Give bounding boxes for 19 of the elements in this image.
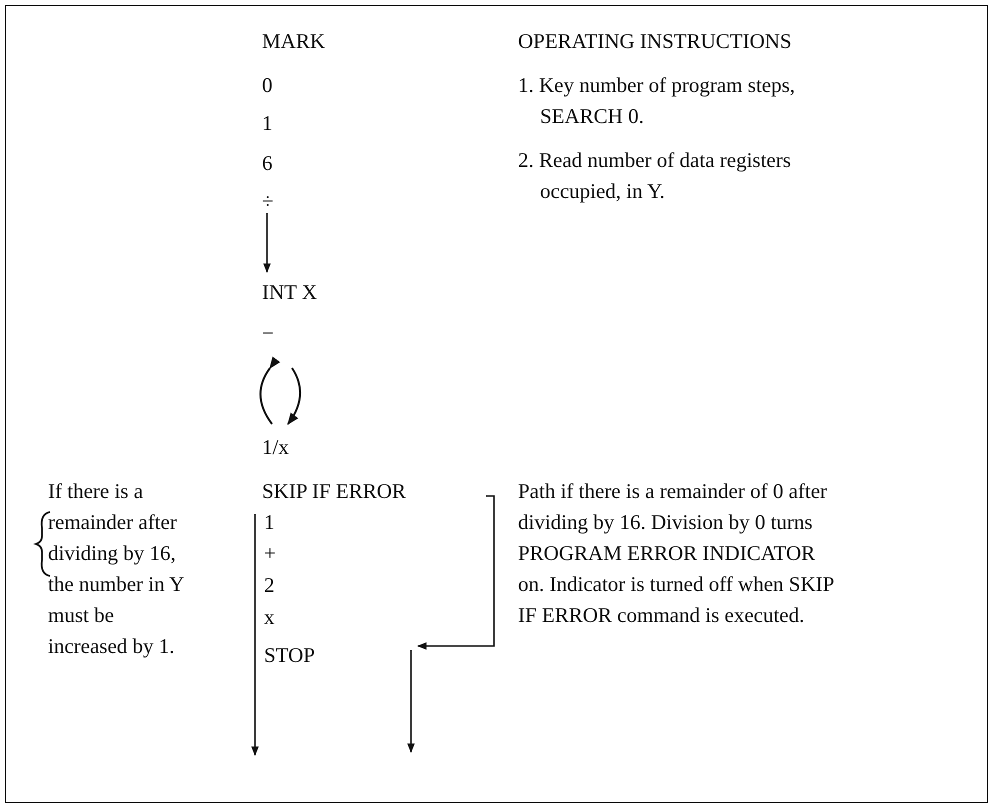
program-step: 1 xyxy=(262,108,272,139)
program-step: INT X xyxy=(262,277,318,308)
program-step: 1/x xyxy=(262,432,289,463)
instruction-text: 2. Read number of data registers occupied, in Y. xyxy=(518,147,792,205)
program-step: SKIP IF ERROR xyxy=(262,476,406,507)
program-step: 6 xyxy=(262,148,272,179)
program-step: STOP xyxy=(264,640,315,671)
column-heading: OPERATING INSTRUCTIONS xyxy=(518,28,792,55)
column-heading: MARK xyxy=(262,28,326,55)
program-step: 1 xyxy=(264,507,274,538)
instruction-text: 1. Key number of program steps, SEARCH 0. xyxy=(518,72,796,130)
note-text: If there is a remainder after dividing by 16, the number in Y must be increased by 1. xyxy=(48,478,185,660)
program-step: x xyxy=(264,602,274,633)
program-step: 0 xyxy=(262,70,272,101)
program-step: − xyxy=(262,318,274,349)
note-text: Path if there is a remainder of 0 after dividing by 16. Division by 0 turns PROGRAM ERROR INDICATOR on. Indicator is turned off when SKIP IF ERROR command is executed. xyxy=(518,478,835,629)
program-step: + xyxy=(264,538,276,569)
program-step: 2 xyxy=(264,570,274,601)
program-step: ÷ xyxy=(262,186,274,217)
